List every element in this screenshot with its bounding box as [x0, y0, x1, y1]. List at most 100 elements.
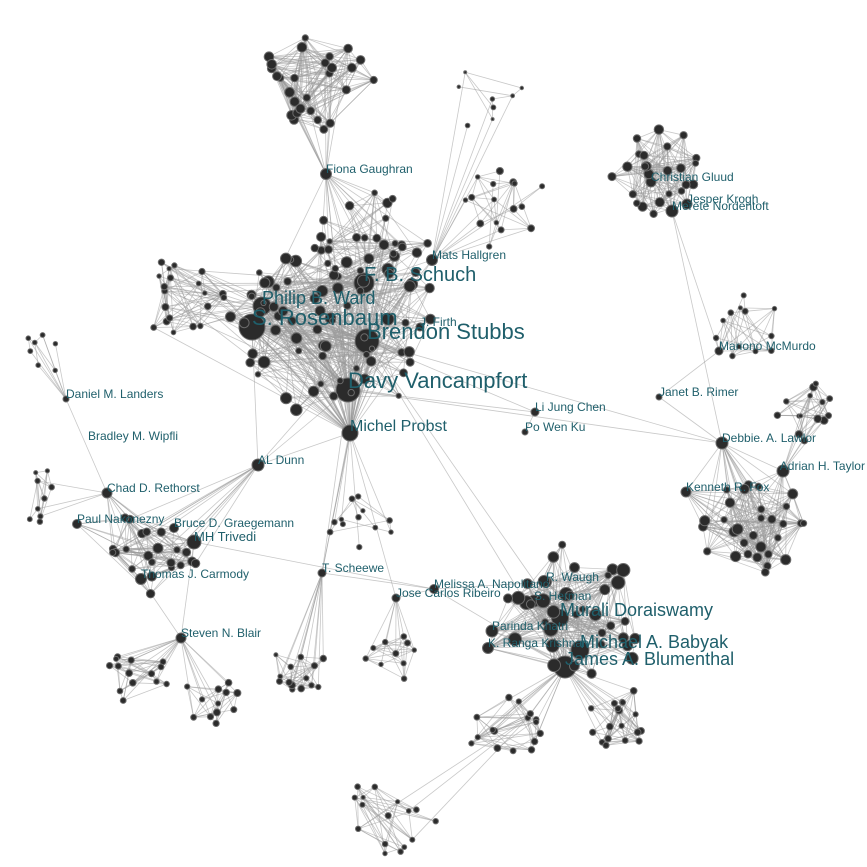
graph-edge [151, 464, 259, 577]
graph-node [230, 706, 238, 714]
graph-edge [119, 666, 162, 692]
graph-node [352, 233, 362, 242]
graph-edge [325, 173, 361, 292]
graph-node [382, 638, 389, 646]
graph-node [283, 277, 292, 286]
node-label-lawlor: Debbie. A. Lawlor [722, 431, 816, 445]
graph-node [319, 340, 332, 353]
graph-edge [300, 572, 323, 689]
graph-edge [492, 666, 566, 731]
graph-node [181, 547, 192, 557]
graph-node [468, 193, 476, 201]
graph-node [280, 252, 292, 265]
graph-edge [180, 637, 194, 718]
graph-edge [403, 642, 408, 679]
graph-node [285, 678, 293, 687]
graph-node [372, 233, 382, 243]
graph-node [343, 43, 353, 54]
graph-edge [721, 442, 762, 548]
graph-node [761, 567, 770, 577]
graph-node [633, 728, 642, 737]
graph-edge [341, 432, 351, 520]
node-label-rimer: Janet B. Rimer [659, 385, 738, 399]
graph-node [266, 59, 278, 70]
graph-edge [333, 275, 351, 434]
graph-node [400, 675, 408, 682]
graph-edge [109, 665, 134, 684]
graph-edge [161, 464, 259, 533]
graph-node [362, 655, 369, 662]
graph-node [536, 729, 544, 738]
graph-node [37, 513, 44, 520]
graph-edge [477, 176, 515, 184]
graph-edge [156, 637, 182, 682]
graph-node [146, 571, 157, 582]
graph-edge [721, 442, 738, 530]
graph-node [537, 575, 551, 588]
graph-edge [384, 641, 405, 679]
graph-edge [730, 312, 772, 337]
graph-edge [251, 326, 351, 434]
graph-node [475, 174, 481, 180]
graph-node [120, 513, 130, 523]
graph-edge [633, 690, 636, 715]
graph-node [365, 356, 377, 367]
graph-edge [513, 208, 532, 229]
graph-edge [112, 464, 259, 550]
graph-edge [349, 205, 370, 259]
graph-edge [112, 552, 151, 594]
graph-node [386, 517, 393, 524]
graph-node [316, 284, 329, 298]
graph-node [665, 204, 679, 218]
graph-node [474, 734, 481, 741]
graph-node [572, 610, 581, 619]
graph-node [166, 314, 174, 322]
graph-node [382, 850, 388, 857]
graph-node [405, 357, 415, 367]
graph-node [620, 616, 630, 626]
graph-edge [349, 351, 410, 434]
graph-edge [76, 523, 193, 562]
node-label-lijung: Li Jung Chen [535, 400, 606, 414]
graph-edge [706, 489, 728, 552]
graph-node [779, 519, 788, 528]
graph-node [35, 506, 41, 512]
graph-node [359, 801, 366, 808]
graph-node [527, 224, 535, 233]
graph-node [347, 62, 357, 73]
graph-node [160, 283, 169, 291]
graph-edge [268, 56, 330, 74]
graph-edge [609, 726, 640, 742]
graph-edge [374, 192, 418, 253]
graph-node [360, 794, 366, 800]
graph-edge [275, 654, 315, 667]
graph-edge [408, 717, 529, 812]
graph-edge [257, 373, 351, 434]
graph-node [628, 190, 638, 199]
graph-edge [487, 598, 509, 649]
graph-node [535, 593, 551, 609]
graph-edge [305, 37, 349, 49]
graph-node [145, 589, 156, 599]
graph-node [326, 238, 333, 245]
graph-edge [636, 138, 694, 185]
graph-node [204, 302, 212, 311]
graph-node [633, 199, 641, 207]
graph-node [604, 571, 612, 579]
graph-edge [617, 582, 636, 639]
graph-edge [387, 815, 401, 852]
graph-node [606, 722, 614, 731]
graph-node [297, 653, 305, 661]
graph-node [589, 728, 597, 736]
graph-node [44, 468, 51, 474]
graph-node [489, 96, 496, 102]
graph-node [184, 683, 191, 690]
graph-edge [508, 697, 531, 715]
graph-edge [151, 464, 259, 563]
graph-node [403, 346, 415, 358]
graph-node [320, 168, 332, 180]
node-label-blair: Steven N. Blair [181, 626, 261, 640]
graph-edge [275, 329, 314, 392]
graph-edge [590, 708, 609, 739]
graph-edge [29, 350, 67, 400]
